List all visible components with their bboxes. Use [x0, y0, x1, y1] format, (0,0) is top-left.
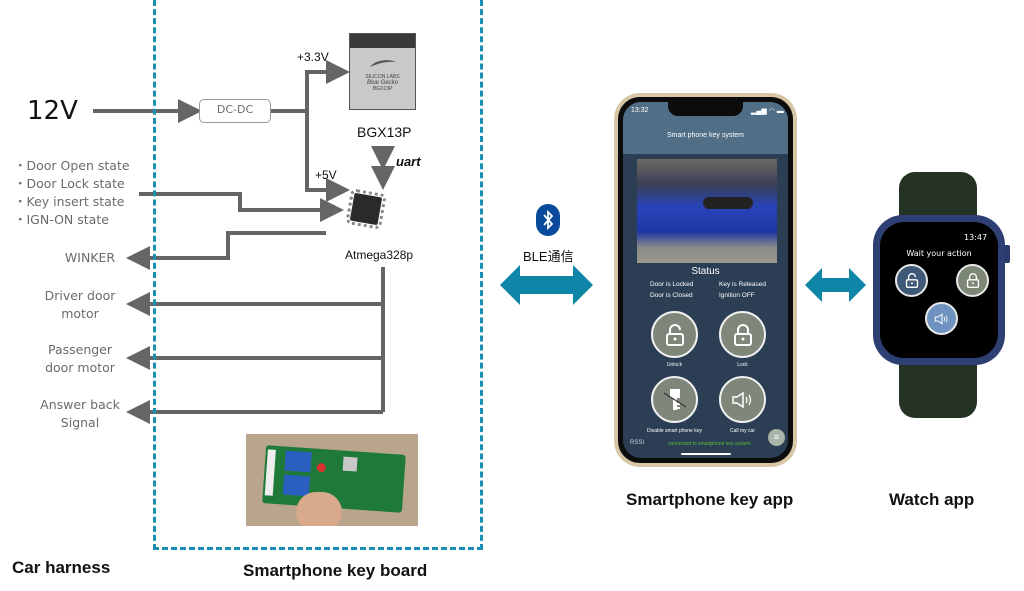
status-door-lock: Door is Locked: [650, 281, 694, 288]
watch-screen: 13:47 Wait your action: [880, 222, 998, 358]
rssi-label: RSSI: [630, 440, 645, 446]
phone-bezel: 13:32 ▂▄▆ ◠ ▬ Smart phone key system Sta…: [618, 97, 793, 463]
lock-icon: [733, 323, 752, 346]
watch-lock-button[interactable]: [956, 264, 989, 297]
silicon-labs-logo: [350, 56, 415, 74]
speaker-icon: [934, 312, 947, 325]
unlock-button-label: Unlock: [666, 362, 683, 368]
bluetooth-icon: [536, 204, 560, 236]
chip-line1: Blue Gecko: [366, 80, 399, 86]
smartphone-key-board-box: [153, 0, 483, 550]
output-answer-back: Answer back Signal: [30, 396, 130, 432]
home-indicator[interactable]: [681, 453, 731, 455]
output-passenger-door: Passenger door motor: [30, 341, 130, 377]
bgx13p-label: BGX13P: [357, 124, 412, 140]
rail-3v3-line: [271, 60, 350, 113]
digital-crown[interactable]: [1004, 245, 1010, 263]
output-passenger-door-line1: Passenger: [47, 342, 113, 357]
call-car-button[interactable]: [719, 376, 766, 423]
chip-line2: BGX13P: [372, 86, 393, 92]
rail-5v-line: [305, 111, 350, 202]
uart-label: uart: [396, 154, 421, 169]
status-bar-time: 13:32: [631, 107, 649, 114]
output-answer-back-line2: Signal: [60, 415, 100, 430]
ble-label: BLE通信: [523, 249, 574, 264]
phone-app-title: Smartphone key app: [626, 490, 794, 509]
phone-notch: [668, 102, 743, 116]
connector: [264, 449, 276, 496]
chip-top-pins: [350, 34, 415, 48]
watch-unlock-button[interactable]: [895, 264, 928, 297]
unlock-icon: [905, 273, 918, 288]
output-answer-back-line1: Answer back: [40, 397, 120, 412]
watch-case: 13:47 Wait your action: [873, 215, 1010, 365]
atmega328p-label: Atmega328p: [345, 248, 414, 262]
watch-prompt: Wait your action: [906, 249, 972, 258]
ble-module: [342, 456, 358, 472]
chip-brand: SILICON LABS: [365, 74, 400, 80]
output-driver-door-line1: Driver door: [44, 288, 116, 303]
power-input-label: 12V: [27, 96, 78, 126]
hand: [296, 492, 342, 526]
car-harness-title: Car harness: [12, 558, 111, 577]
lock-button[interactable]: [719, 311, 766, 358]
watch-call-car-button[interactable]: [925, 302, 958, 335]
watch-app-title: Watch app: [889, 490, 975, 509]
input-door-open: ・Door Open state: [14, 158, 130, 173]
status-key: Key is Released: [719, 281, 766, 288]
menu-button[interactable]: ≡: [768, 429, 785, 446]
smartphone-frame: 13:32 ▂▄▆ ◠ ▬ Smart phone key system Sta…: [614, 93, 797, 467]
atmega328p-chip-image: [345, 188, 387, 230]
capacitor: [316, 462, 327, 473]
lock-button-label: Lock: [737, 362, 748, 368]
board-title: Smartphone key board: [243, 561, 428, 580]
car-headlight: [703, 197, 753, 209]
pcb-photo: [246, 434, 418, 526]
input-ign-on: ・IGN-ON state: [14, 212, 109, 227]
winker-line: [126, 231, 326, 270]
phone-screen: 13:32 ▂▄▆ ◠ ▬ Smart phone key system Sta…: [623, 102, 788, 458]
rail-5v-label: +5V: [315, 168, 337, 182]
disable-key-button-label: Disable smart phone key: [646, 428, 703, 434]
app-title: Smart phone key system: [666, 132, 745, 139]
dcdc-converter-box: DC-DC: [199, 99, 271, 123]
status-ignition: Ignition OFF: [719, 292, 755, 299]
disable-key-button[interactable]: [651, 376, 698, 423]
app-header: 13:32 ▂▄▆ ◠ ▬ Smart phone key system: [623, 102, 788, 154]
input-door-lock: ・Door Lock state: [14, 176, 125, 191]
status-door-open: Door is Closed: [650, 292, 693, 299]
call-car-button-label: Call my car: [729, 428, 755, 434]
input-signal-line: [139, 192, 344, 222]
lock-icon: [966, 273, 979, 288]
key-disabled-icon: [663, 388, 686, 410]
relay-2: [282, 474, 311, 497]
car-photo: [637, 159, 777, 263]
connection-status: connected to smartphone key system: [668, 441, 751, 447]
rail-3v3-label: +3.3V: [297, 50, 329, 64]
output-driver-door-line2: motor: [61, 306, 99, 321]
unlock-icon: [665, 323, 684, 346]
output-driver-door: Driver door motor: [30, 287, 130, 323]
input-key-insert: ・Key insert state: [14, 194, 125, 209]
watch-link-double-arrow: [805, 268, 866, 302]
ble-double-arrow: [500, 265, 593, 305]
output-passenger-door-line2: door motor: [45, 360, 115, 375]
relay-1: [284, 450, 312, 473]
speaker-icon: [731, 391, 751, 408]
signal-battery-icons: ▂▄▆ ◠ ▬: [751, 108, 784, 115]
unlock-button[interactable]: [651, 311, 698, 358]
menu-icon: ≡: [773, 432, 780, 442]
status-title: Status: [691, 266, 720, 277]
watch-time: 13:47: [964, 233, 988, 242]
harness-input-list: ・Door Open state ・Door Lock state ・Key i…: [14, 157, 130, 229]
output-winker: WINKER: [64, 250, 116, 265]
bgx13p-chip-image: SILICON LABS Blue Gecko BGX13P: [349, 33, 416, 110]
